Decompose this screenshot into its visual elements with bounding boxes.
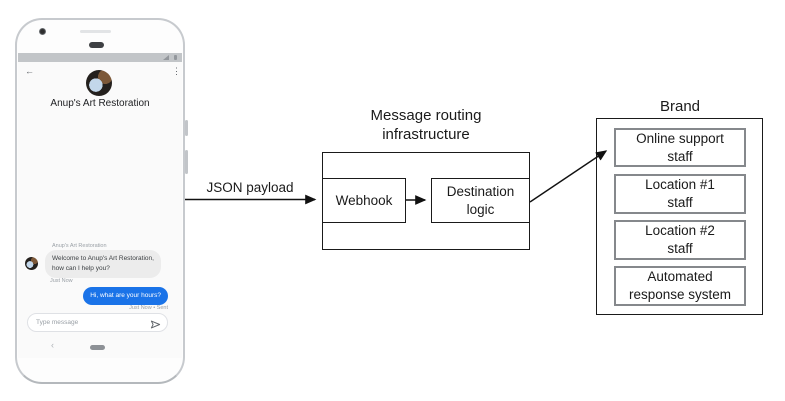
back-arrow-icon[interactable]: ←	[25, 66, 34, 76]
phone-mockup: ← ⋮ Anup's Art Restoration Anup's Art Re…	[15, 18, 188, 384]
brand-item-automated-response: Automated response system	[614, 266, 746, 306]
earpiece	[80, 30, 111, 33]
incoming-message-bubble: Welcome to Anup's Art Restoration, how c…	[45, 250, 161, 279]
webhook-box: Webhook	[322, 178, 406, 223]
destination-logic-box: Destination logic	[431, 178, 530, 223]
overflow-menu-icon[interactable]: ⋮	[172, 66, 181, 76]
speaker-slot	[89, 42, 104, 48]
power-button	[185, 120, 188, 136]
signal-icon	[163, 55, 169, 60]
chat-title: Anup's Art Restoration	[50, 98, 150, 109]
nav-home-icon[interactable]	[90, 345, 105, 350]
nav-back-icon[interactable]: ‹	[51, 340, 54, 350]
brand-container-box	[596, 118, 763, 315]
brand-item-location-1: Location #1 staff	[614, 174, 746, 214]
brand-item-online-support: Online support staff	[614, 128, 746, 167]
routing-title: Message routing infrastructure	[370, 107, 482, 144]
battery-icon	[174, 55, 177, 60]
outgoing-timestamp: Just Now • Sent	[129, 305, 168, 311]
outgoing-message-bubble: Hi, what are your hours?	[83, 287, 168, 306]
message-input[interactable]: Type message	[27, 313, 168, 332]
arrow-destination-to-brand	[529, 150, 608, 203]
send-icon[interactable]	[150, 317, 161, 335]
brand-title: Brand	[659, 98, 701, 115]
phone-screen: ← ⋮ Anup's Art Restoration Anup's Art Re…	[18, 62, 182, 358]
front-camera-icon	[39, 28, 46, 35]
sender-label: Anup's Art Restoration	[52, 243, 107, 249]
volume-button	[185, 150, 188, 174]
brand-item-location-2: Location #2 staff	[614, 220, 746, 260]
brand-avatar	[86, 70, 112, 96]
message-input-placeholder: Type message	[36, 319, 79, 326]
message-avatar	[25, 257, 38, 270]
payload-arrow-label: JSON payload	[206, 180, 294, 195]
incoming-timestamp: Just Now	[50, 278, 73, 284]
status-bar	[18, 53, 182, 62]
